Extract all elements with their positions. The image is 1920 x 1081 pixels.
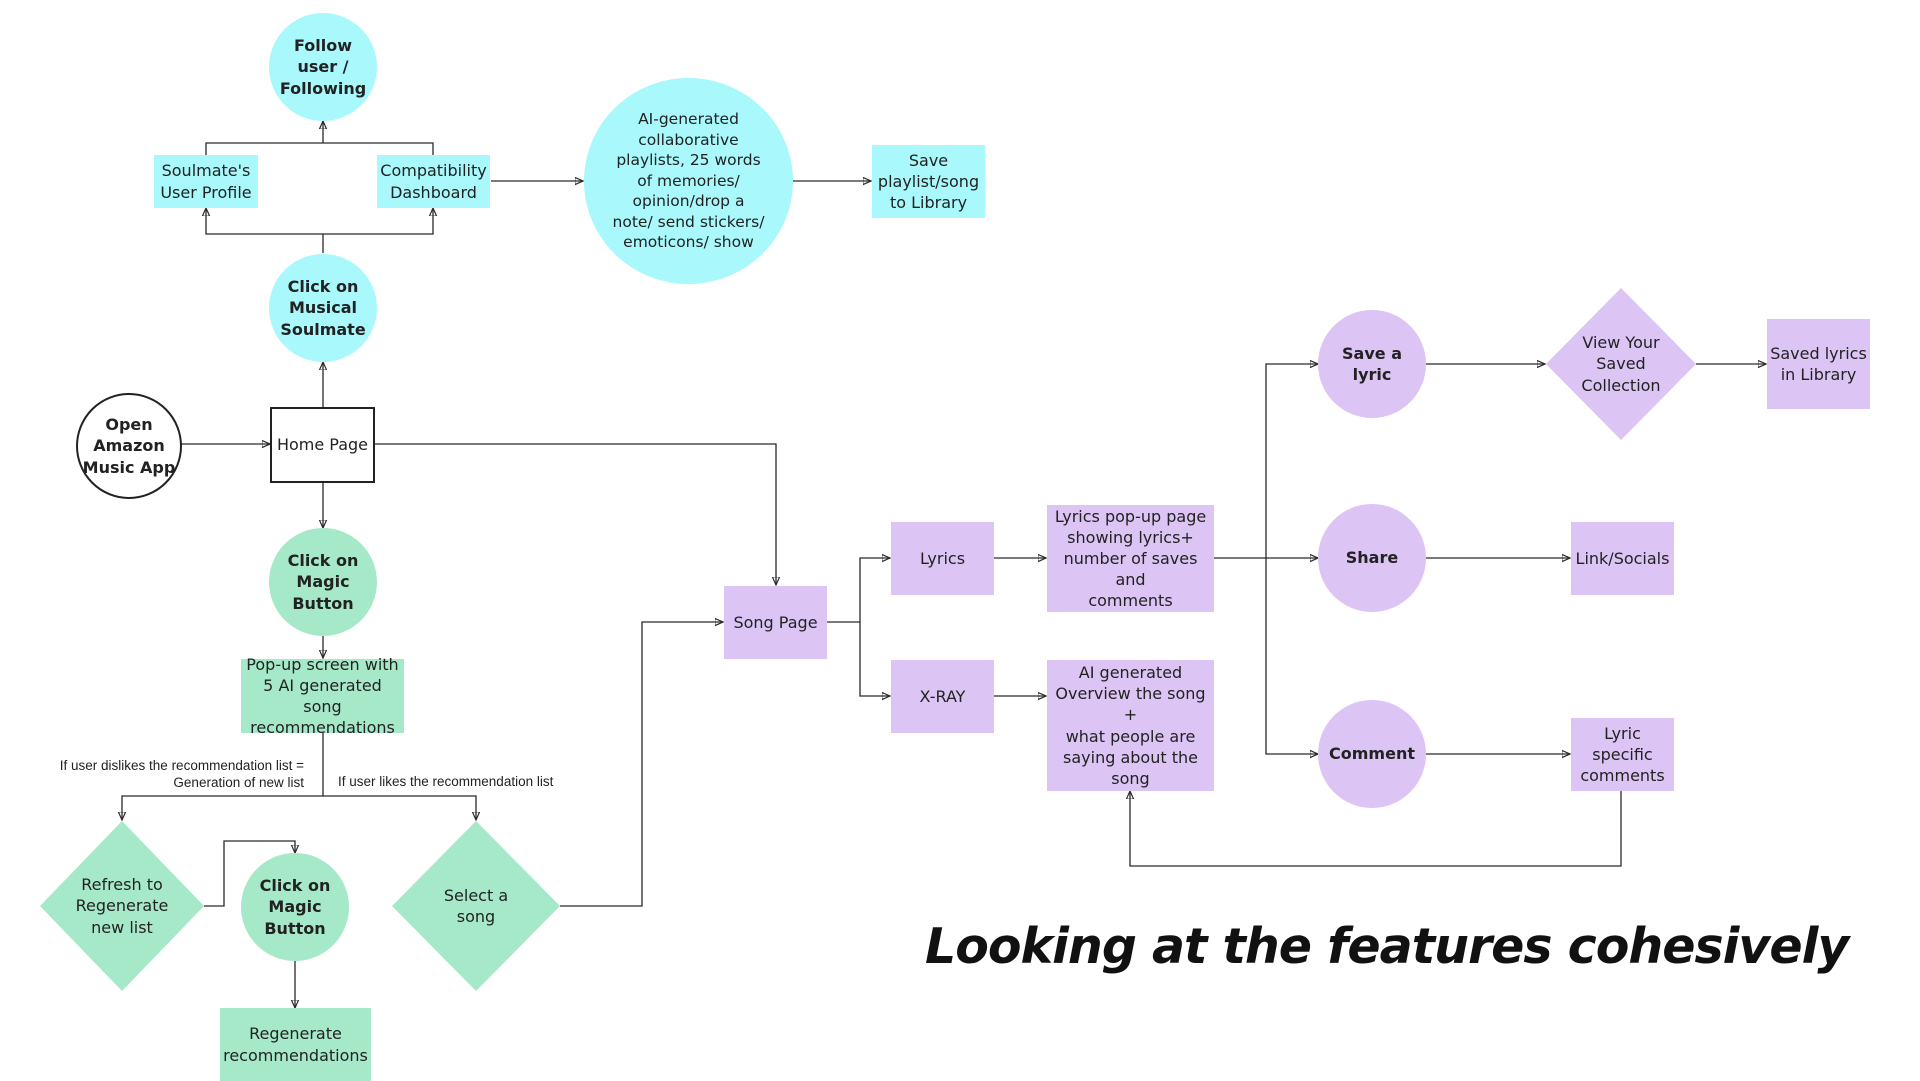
node-lyric-specific-comments[interactable]: Lyric specific comments [1571,718,1674,791]
node-save-playlist[interactable]: Save playlist/song to Library [872,145,985,218]
edge-comments-to-overview [1130,790,1622,867]
node-share[interactable]: Share [1318,504,1426,612]
node-song-page[interactable]: Song Page [724,586,827,659]
node-follow-user[interactable]: Follow user / Following [269,13,377,121]
node-home-page[interactable]: Home Page [270,407,375,483]
node-click-musical-soulmate[interactable]: Click on Musical Soulmate [269,254,377,362]
edge-popup-to-select [323,795,476,820]
node-comment[interactable]: Comment [1318,700,1426,808]
node-soulmate-profile[interactable]: Soulmate's User Profile [154,155,258,208]
edge-profile-to-follow [205,142,434,155]
label-like-branch: If user likes the recommendation list [338,774,554,789]
node-view-collection-label: View Your Saved Collection [1581,333,1661,395]
edge-song-to-lyrics [827,558,890,623]
edge-popup-to-save [1214,364,1318,559]
edge-song-to-xray [859,622,890,696]
node-lyrics-popup[interactable]: Lyrics pop-up page showing lyrics+ numbe… [1047,505,1214,612]
node-select-song-label: Select a song [443,885,509,926]
node-ai-overview[interactable]: AI generated Overview the song + what pe… [1047,660,1214,791]
node-open-app[interactable]: Open Amazon Music App [76,393,182,499]
label-dislike-branch: If user dislikes the recommendation list… [59,758,304,790]
edge-soulmate-to-profile [206,208,324,253]
edge-select-to-song [560,622,723,907]
caption-title: Looking at the features cohesively [925,918,1849,975]
node-xray[interactable]: X-RAY [891,660,994,733]
node-save-lyric[interactable]: Save a lyric [1318,310,1426,418]
edge-popup-to-refresh [122,733,324,820]
node-click-magic-button-2[interactable]: Click on Magic Button [241,853,349,961]
diamond-view-collection[interactable] [1546,288,1696,440]
node-popup-recommendations[interactable]: Pop-up screen with 5 AI generated song r… [241,655,404,737]
edge-soulmate-to-dashboard [323,208,433,235]
edge-popup-to-comment [1265,558,1318,754]
diamond-select-song[interactable] [392,821,560,991]
diamond-refresh[interactable] [40,821,204,991]
node-lyrics[interactable]: Lyrics [891,522,994,595]
node-saved-lyrics-library[interactable]: Saved lyrics in Library [1767,319,1870,409]
node-ai-collab-playlists[interactable]: AI-generated collaborative playlists, 25… [584,78,793,284]
node-refresh-label: Refresh to Regenerate new list [75,875,169,937]
edge-refresh-to-magic2 [204,840,295,907]
node-compatibility-dashboard[interactable]: Compatibility Dashboard [377,155,490,208]
node-click-magic-button[interactable]: Click on Magic Button [269,528,377,636]
node-link-socials[interactable]: Link/Socials [1571,522,1674,595]
edge-home-to-song [375,443,776,585]
node-regenerate-recommendations[interactable]: Regenerate recommendations [220,1008,371,1081]
